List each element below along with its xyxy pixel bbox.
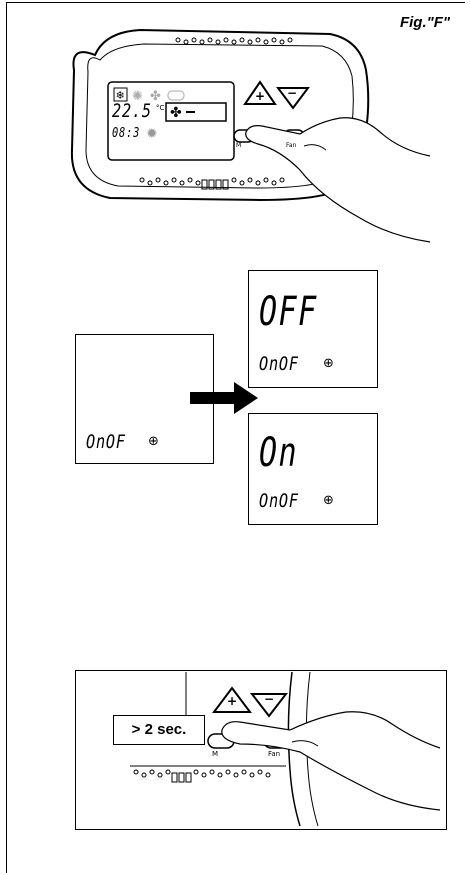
- bottom-minus-button: −: [264, 692, 275, 706]
- top-temperature: 22.5: [112, 100, 152, 122]
- figure-frame: [6, 2, 465, 873]
- bottom-plus-button: +: [227, 694, 238, 708]
- hand-icon: [221, 711, 441, 811]
- screen-on-line2: OnOF: [259, 490, 299, 512]
- top-button-mode-label: M: [236, 142, 242, 149]
- fan-icon-grey: ✤: [150, 89, 161, 104]
- top-unit: °C: [156, 104, 165, 112]
- top-time: 08:3: [112, 126, 141, 141]
- bottom-button-fan-label: Fan: [268, 750, 281, 758]
- duration-callout: > 2 sec.: [113, 715, 205, 745]
- top-minus-button: −: [287, 86, 298, 100]
- figure-label: Fig."F": [399, 14, 450, 31]
- snowflake-icon-glyph: ❄: [116, 89, 125, 102]
- fan-icon: ✤: [170, 105, 182, 121]
- snowflake-icon: [113, 87, 128, 102]
- clock-icon: ⊕: [148, 434, 159, 449]
- sun-dial-icon: ✹: [146, 126, 158, 142]
- top-device-drawing: ❄ ✺ ✤ ✤ ✹: [70, 28, 431, 243]
- screen-off-line2: OnOF: [259, 353, 299, 375]
- arrow-right-icon: [190, 382, 258, 414]
- screen-on-line1: On: [259, 430, 299, 476]
- screen-on: On OnOF ⊕: [248, 413, 378, 525]
- bottom-button-mode-label: M: [212, 750, 219, 758]
- screen-left-line2: OnOF: [86, 431, 126, 453]
- screen-off: OFF OnOF ⊕: [248, 270, 378, 388]
- screen-off-line1: OFF: [259, 289, 318, 335]
- clock-icon: ⊕: [323, 356, 334, 371]
- clock-icon: ⊕: [323, 493, 334, 508]
- top-button-fan-label: Fan: [286, 142, 297, 149]
- top-plus-button: +: [255, 89, 266, 103]
- sun-icon: ✺: [132, 89, 143, 104]
